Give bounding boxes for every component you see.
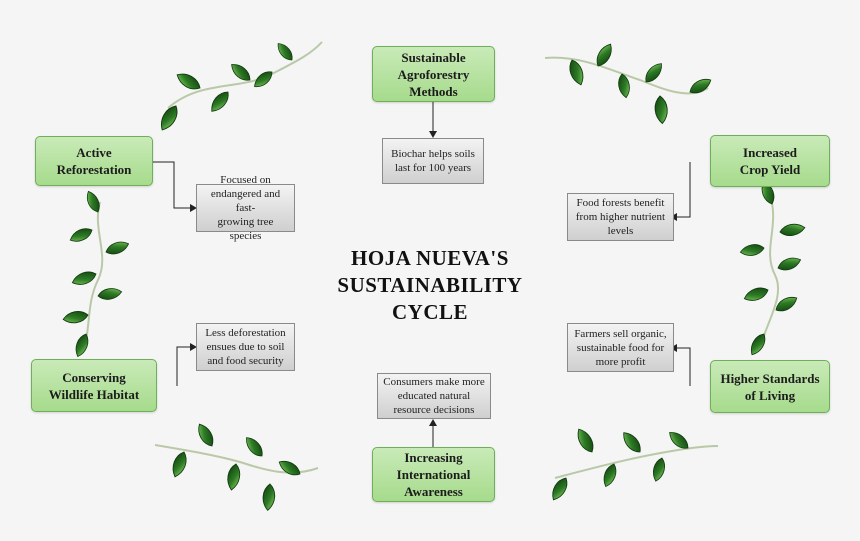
node-sustainable-agroforestry: Sustainable Agroforestry Methods — [372, 46, 495, 102]
note-farmers: Farmers sell organic, sustainable food f… — [567, 323, 674, 372]
arrowhead-biochar — [429, 131, 437, 138]
note-deforestation: Less deforestation ensues due to soil an… — [196, 323, 295, 371]
vine-right — [739, 179, 807, 358]
vine-bottom-left — [154, 420, 319, 512]
vine-left — [61, 188, 131, 359]
note-consumers: Consumers make more educated natural res… — [377, 373, 491, 419]
note-biochar: Biochar helps soils last for 100 years — [382, 138, 484, 184]
vine-bottom-right — [548, 425, 719, 504]
node-international-awareness: Increasing International Awareness — [372, 447, 495, 502]
node-active-reforestation: Active Reforestation — [35, 136, 153, 186]
note-food-forests: Food forests benefit from higher nutrien… — [567, 193, 674, 241]
arrowhead-focused — [190, 204, 197, 212]
arrowhead-consumers — [429, 419, 437, 426]
connectors — [153, 102, 691, 447]
vine-top-right — [544, 40, 714, 125]
note-focused: Focused on endangered and fast- growing … — [196, 174, 295, 242]
connector-reforestation-focused — [153, 161, 190, 209]
connector-crop-food — [677, 162, 691, 218]
connector-conserving-deforestation — [176, 346, 190, 386]
node-conserving-wildlife: Conserving Wildlife Habitat — [31, 359, 157, 412]
arrowhead-deforestation — [190, 343, 197, 351]
vine-top-left — [156, 40, 323, 134]
node-increased-crop-yield: Increased Crop Yield — [710, 135, 830, 187]
node-higher-standards: Higher Standards of Living — [710, 360, 830, 413]
connector-standards-farmers — [677, 347, 691, 386]
diagram-title: HOJA NUEVA'S SUSTAINABILITY CYCLE — [337, 246, 523, 324]
